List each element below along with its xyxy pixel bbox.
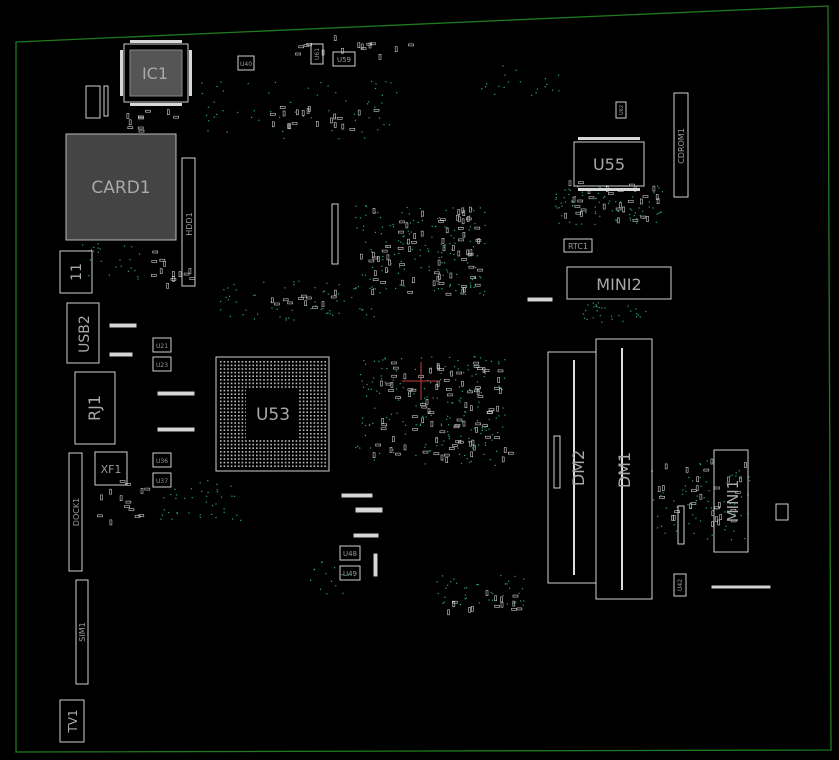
u23-label: U23	[156, 362, 168, 369]
u36-label: U36	[156, 458, 168, 465]
u42-label: U42	[677, 579, 684, 591]
passive-arrays	[85, 85, 789, 589]
dm1-label: DM1	[615, 452, 634, 488]
u49-label: U49	[343, 570, 357, 578]
u61-label: U61	[314, 48, 321, 60]
u40-label: U40	[240, 61, 252, 68]
u49-component[interactable]: U49	[339, 565, 361, 581]
u37-component[interactable]: U37	[152, 472, 172, 488]
u11-label: 11	[69, 263, 85, 281]
u42-component[interactable]: U42	[673, 573, 687, 597]
mini1-label: MINI1	[724, 480, 742, 523]
hdd1-connector[interactable]: HDD1	[181, 157, 196, 287]
rj1-label: RJ1	[85, 395, 104, 421]
u55-component[interactable]: U55	[573, 137, 645, 191]
u21-component[interactable]: U21	[152, 337, 172, 353]
board-outline	[15, 5, 832, 753]
card1-component[interactable]: CARD1	[65, 133, 177, 241]
sim1-label: SIM1	[78, 622, 87, 641]
via-field	[82, 65, 751, 606]
dock1-connector[interactable]: DOCK1	[68, 452, 83, 572]
u53-bga-component[interactable]: U53	[215, 356, 330, 472]
u21-label: U21	[156, 343, 168, 350]
rtc1-label: RTC1	[568, 242, 588, 251]
usb2-connector[interactable]: USB2	[66, 302, 100, 364]
u36-component[interactable]: U36	[152, 452, 172, 468]
u48-component[interactable]: U48	[339, 545, 361, 561]
hdd1-label: HDD1	[185, 212, 194, 235]
dock1-label: DOCK1	[72, 498, 81, 526]
ic1-component[interactable]: IC1	[120, 40, 192, 106]
rj1-connector[interactable]: RJ1	[74, 371, 116, 445]
u48-label: U48	[343, 550, 357, 558]
u55-label: U55	[593, 155, 625, 174]
usb2-label: USB2	[77, 315, 93, 353]
mini1-connector[interactable]: MINI1	[713, 449, 749, 553]
u62-label: U62	[619, 105, 625, 115]
dm1-dimm-slot[interactable]: DM1	[595, 338, 653, 600]
cdrom1-label: CDROM1	[677, 128, 686, 164]
xf1-component[interactable]: XF1	[94, 451, 128, 486]
u23-component[interactable]: U23	[152, 356, 172, 372]
mini2-connector[interactable]: MINI2	[566, 266, 672, 300]
tv1-label: TV1	[66, 709, 80, 733]
xf1-label: XF1	[101, 463, 122, 476]
card1-label: CARD1	[91, 178, 150, 198]
u55-pins	[578, 137, 640, 191]
ic1-pins	[120, 40, 192, 106]
u62-component[interactable]: U62	[615, 101, 627, 119]
u40-component[interactable]: U40	[237, 55, 255, 71]
u59-component[interactable]: U59	[332, 51, 356, 67]
smd-pad-field	[97, 35, 747, 616]
u59-label: U59	[337, 56, 351, 64]
crosshair-cursor-icon	[402, 362, 440, 400]
dm2-label: DM2	[569, 450, 588, 486]
u53-label: U53	[256, 405, 290, 425]
sim1-connector[interactable]: SIM1	[75, 579, 89, 685]
u11-component[interactable]: 11	[59, 250, 93, 294]
dm2-dimm-slot[interactable]: DM2	[547, 351, 597, 584]
u61-component[interactable]: U61	[310, 43, 324, 65]
cdrom1-connector[interactable]: CDROM1	[673, 92, 689, 198]
tv1-connector[interactable]: TV1	[59, 699, 85, 743]
mini2-label: MINI2	[596, 275, 641, 294]
ic1-label: IC1	[142, 64, 168, 83]
u37-label: U37	[156, 478, 168, 485]
rtc1-component[interactable]: RTC1	[563, 238, 593, 253]
